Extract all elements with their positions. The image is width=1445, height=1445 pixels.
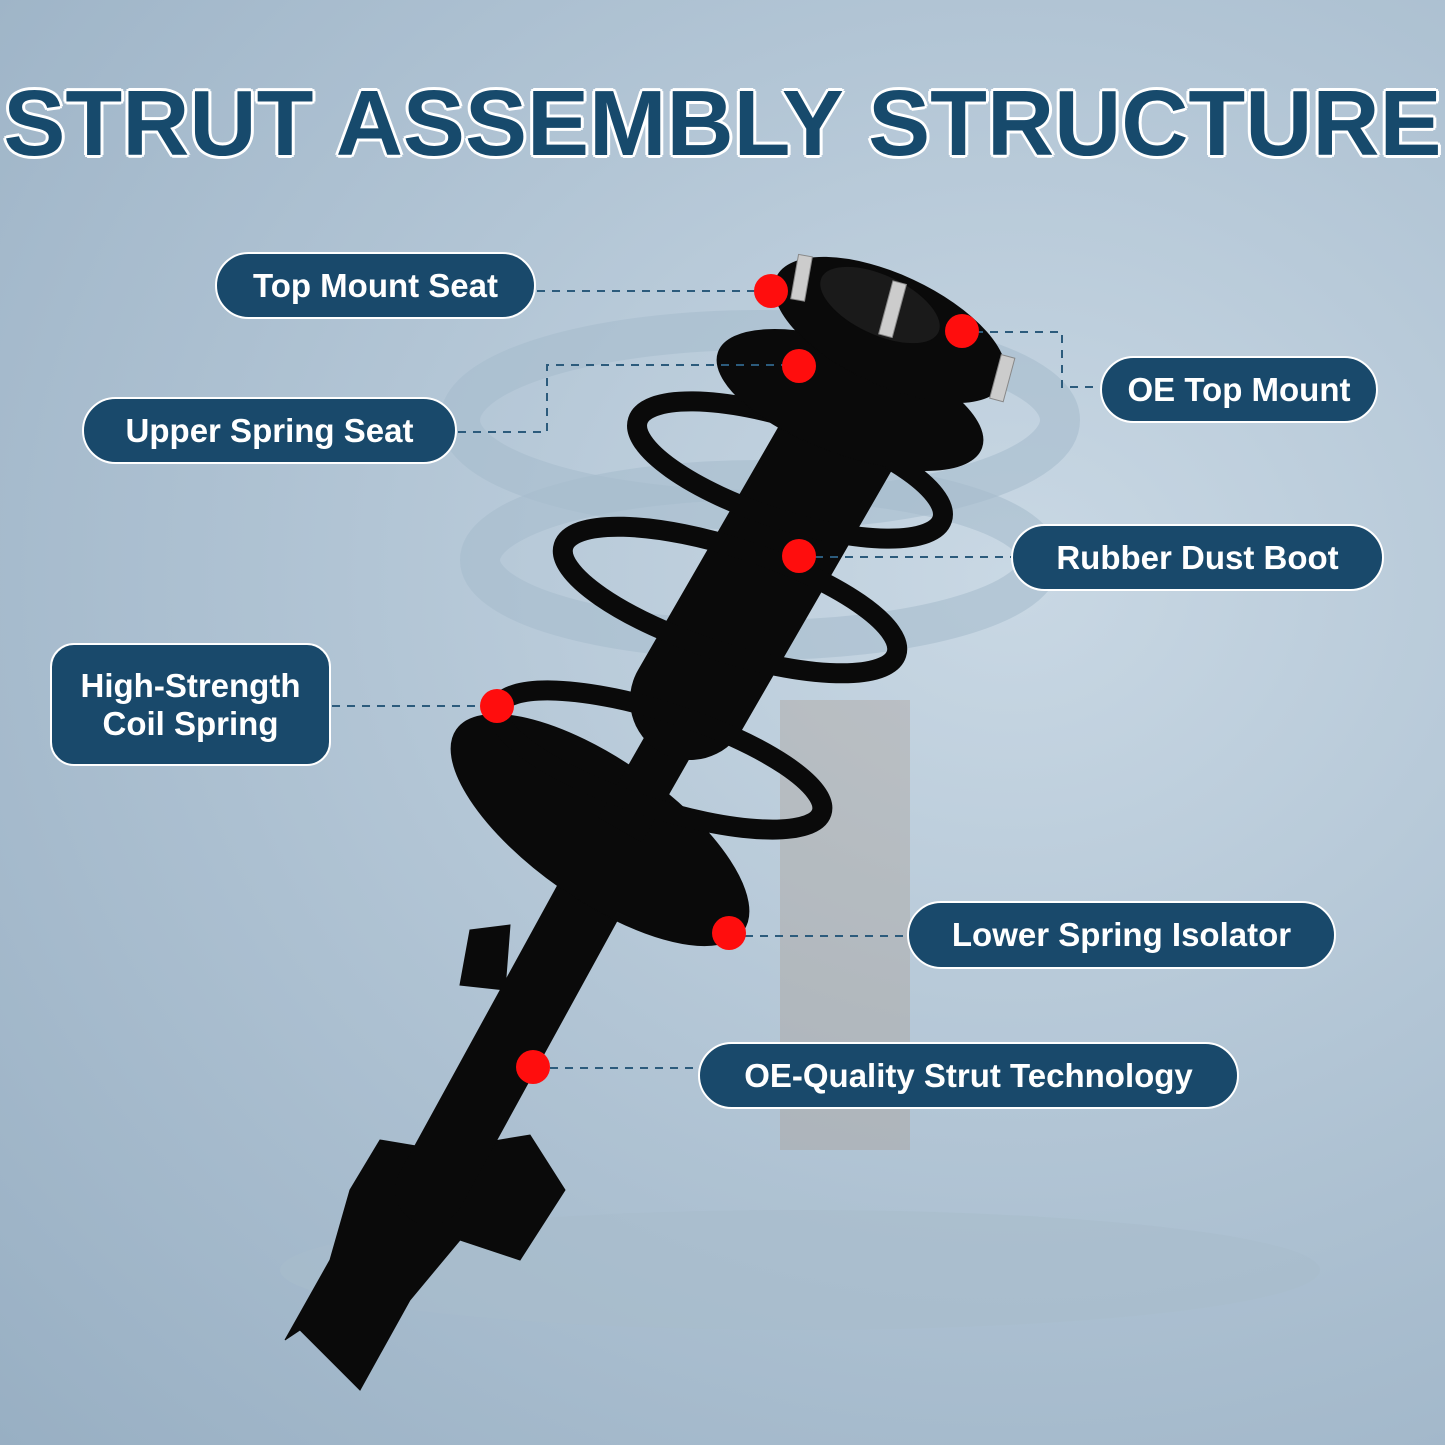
marker-dot [516,1050,550,1084]
label-top-mount-seat: Top Mount Seat [215,252,536,319]
label-lower-spring-isolator: Lower Spring Isolator [907,901,1336,969]
page-title: STRUT ASSEMBLY STRUCTURE [3,71,1442,175]
connector-upper-spring-seat [458,364,790,433]
label-rubber-dust-boot: Rubber Dust Boot [1011,524,1384,591]
stud [790,253,813,302]
marker-dot [945,314,979,348]
stud [878,280,908,339]
knuckle-bracket [284,1134,566,1391]
marker-dot [754,274,788,308]
coil [552,516,908,684]
marker-dot [480,689,514,723]
stud [989,354,1016,403]
strut-tube [395,845,635,1225]
connectors [332,290,1100,1069]
marker-dot [782,349,816,383]
label-strut-technology: OE-Quality Strut Technology [698,1042,1239,1109]
label-upper-spring-seat: Upper Spring Seat [82,397,457,464]
marker-dot [782,539,816,573]
sway-bar-tab [459,924,511,991]
top-mount-cap [819,265,941,345]
label-oe-top-mount: OE Top Mount [1100,356,1378,423]
marker-dot [712,916,746,950]
